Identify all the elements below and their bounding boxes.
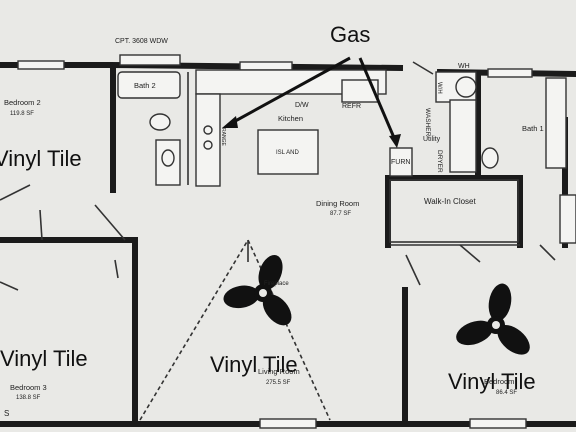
closet-shelf — [559, 194, 576, 244]
bath2-label: Bath 2 — [134, 81, 156, 90]
utility-label: Utility — [423, 136, 441, 143]
bedroom3-area: 138.8 SF — [16, 395, 41, 401]
dryer-label: DRYER — [436, 150, 443, 173]
refr-label: REFR — [342, 103, 361, 110]
utility-fixtures — [389, 71, 477, 177]
water-heater-side-label: W/H — [436, 82, 442, 94]
water-heater-label: WH — [458, 63, 470, 70]
living-room-guide — [139, 238, 331, 421]
washer-label: WASHER — [424, 108, 431, 137]
gas-arrows — [222, 56, 401, 148]
bedroom2-label: Bedroom 2 — [4, 98, 41, 107]
vinyl-tile-note: Vinyl Tile — [448, 369, 536, 394]
bath1-fixtures — [481, 77, 567, 169]
gas-annotation: Gas — [330, 22, 370, 47]
top-windows — [17, 54, 533, 429]
door-swings — [0, 61, 556, 291]
dining-label: Dining Room — [316, 199, 359, 208]
master-bedroom-label: Bedroom — [484, 377, 514, 386]
island-label: ISL AND — [276, 150, 299, 156]
bedroom2-area: 119.8 SF — [10, 111, 34, 117]
vinyl-tile-note: Vinyl Tile — [0, 146, 82, 171]
vinyl-tile-note: Vinyl Tile — [210, 352, 298, 377]
master-bedroom-area: 86.4 SF — [496, 390, 517, 396]
fireplace-label: Fireplace — [264, 281, 289, 287]
dw-label: D/W — [295, 102, 309, 109]
kitchen-island — [257, 129, 319, 175]
closet-label: Walk-In Closet — [424, 197, 476, 206]
walk-in-closet-outline — [389, 179, 519, 243]
window-note: CPT. 3608 WDW — [115, 38, 168, 45]
furnace-label: FURN — [391, 159, 410, 166]
ceiling-fan-icon — [456, 283, 530, 355]
corner-mark: S — [4, 409, 9, 418]
kitchen-label: Kitchen — [278, 114, 303, 123]
bedroom3-label: Bedroom 3 — [10, 383, 47, 392]
bath2-fixtures — [117, 71, 181, 186]
living-label: Living Room — [258, 367, 300, 376]
bath1-label: Bath 1 — [522, 124, 544, 133]
ceiling-fan-icon — [223, 254, 292, 326]
interior-walls — [0, 65, 568, 423]
living-area: 275.5 SF — [266, 380, 291, 386]
dining-area: 87.7 SF — [330, 211, 351, 217]
range-label: RANGE — [220, 128, 226, 146]
vinyl-tile-note: Vinyl Tile — [0, 346, 88, 371]
